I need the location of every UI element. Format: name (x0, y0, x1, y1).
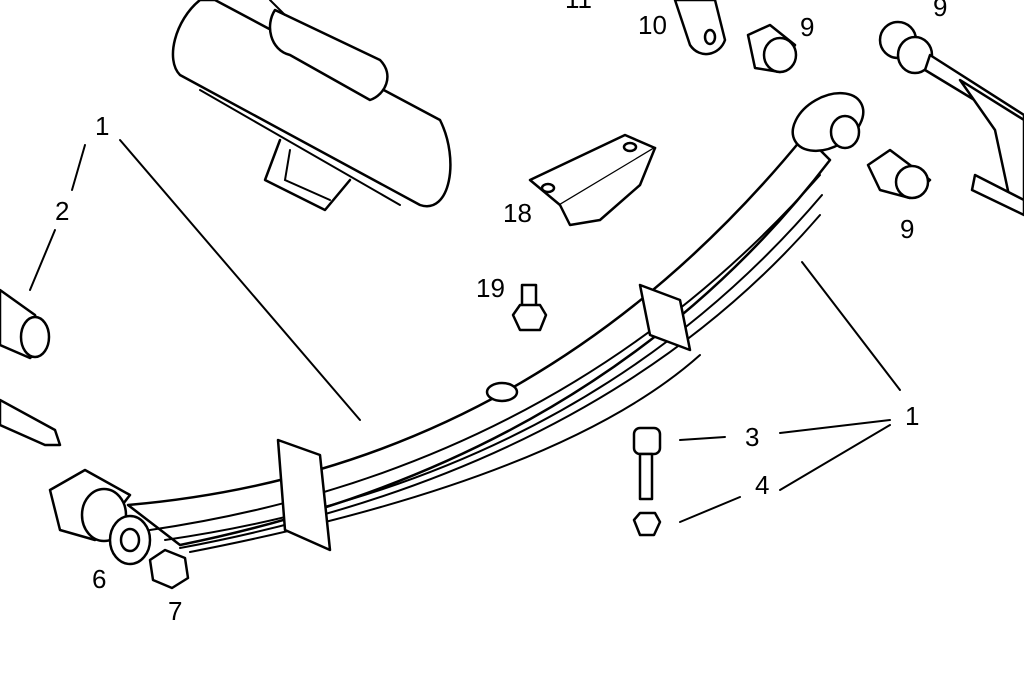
bolt-19 (511, 283, 548, 332)
bush-2 (0, 288, 51, 360)
callout-9-top-right: 9 (933, 0, 947, 22)
bush-9-top-right (878, 20, 1024, 202)
leader-lines (29, 0, 901, 523)
callout-1-right: 1 (905, 401, 919, 431)
callout-4: 4 (755, 470, 769, 500)
callout-1-left: 1 (95, 111, 109, 141)
callout-9-top: 9 (800, 12, 814, 42)
washer-6 (108, 514, 152, 566)
callout-7: 7 (168, 596, 182, 626)
callout-6: 6 (92, 564, 106, 594)
callout-11: 11 (565, 0, 592, 14)
nut-7 (148, 548, 190, 590)
callout-9-right: 9 (900, 214, 914, 244)
spring-clip-front (276, 438, 332, 552)
callout-10: 10 (638, 10, 667, 40)
centre-bolt-head (485, 381, 519, 403)
frame-tube-part (171, 0, 452, 212)
bush-9-right (866, 148, 932, 200)
bolt-3 (632, 426, 662, 501)
shackle-pin (0, 398, 62, 447)
callout-2: 2 (55, 196, 69, 226)
callout-18: 18 (503, 198, 532, 228)
leaf-spring (126, 91, 865, 553)
plate-18 (528, 133, 657, 227)
stud (970, 173, 1024, 217)
bush-9-top (746, 23, 798, 74)
shackle-plate-10 (673, 0, 727, 56)
spring-clip-rear (638, 283, 692, 352)
callout-19: 19 (476, 273, 505, 303)
nut-4 (632, 511, 662, 537)
callout-3: 3 (745, 422, 759, 452)
